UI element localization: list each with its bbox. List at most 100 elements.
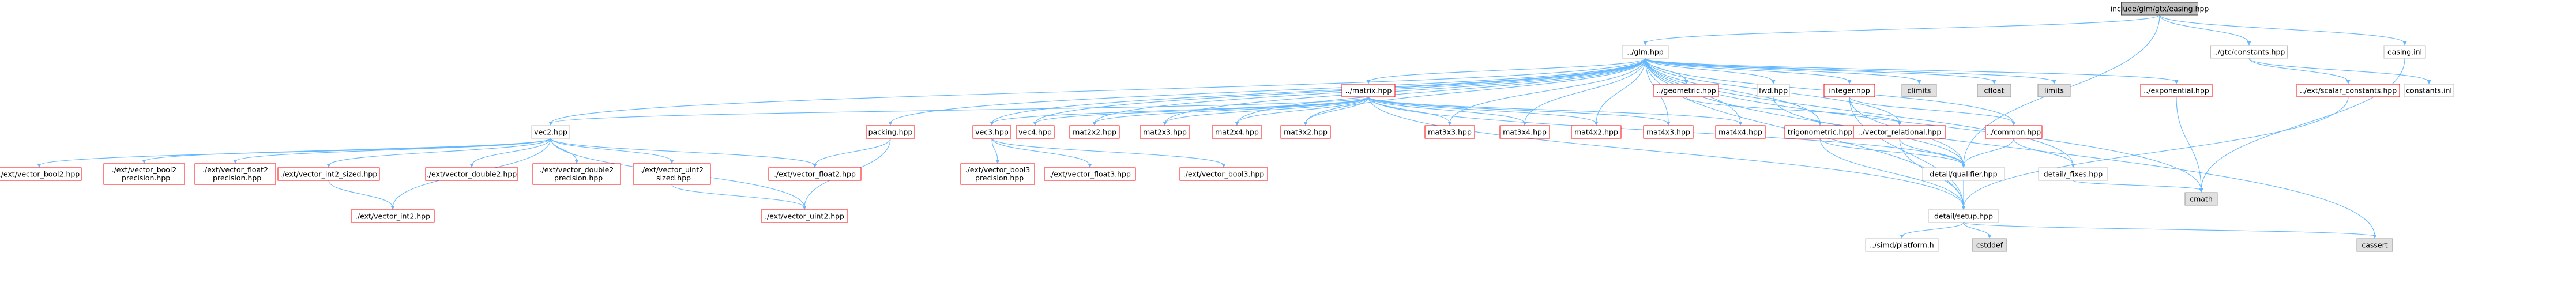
node-ext-vector-uint2-sized-hpp[interactable]: ./ext/vector_uint2_sized.hpp	[633, 163, 711, 185]
node-detail-setup-hpp[interactable]: detail/setup.hpp	[1928, 209, 1999, 223]
node-mat3x3-hpp[interactable]: mat3x3.hpp	[1424, 125, 1475, 139]
edge-glm-to-exponential	[1645, 58, 2177, 82]
node-common-hpp[interactable]: ../common.hpp	[1985, 125, 2043, 139]
node-ext-vector-float3-hpp[interactable]: ./ext/vector_float3.hpp	[1044, 167, 1136, 181]
edge-arrowhead	[548, 122, 553, 126]
node-climits: climits	[1901, 84, 1937, 97]
node-box	[2383, 45, 2426, 59]
node-box	[2356, 238, 2393, 252]
node-constants-inl[interactable]: constants.inl	[2404, 84, 2454, 97]
node-box	[531, 125, 570, 139]
node-ext-vector-uint2-hpp[interactable]: ./ext/vector_uint2.hpp	[761, 209, 848, 223]
node-ext-vector-bool3-hpp[interactable]: ./ext/vector_bool3.hpp	[1179, 167, 1268, 181]
node-mat2x2-hpp[interactable]: mat2x2.hpp	[1069, 125, 1120, 139]
node-ext-scalar-constants-hpp[interactable]: ../ext/scalar_constants.hpp	[2296, 84, 2400, 97]
node-detail-fixes-hpp[interactable]: detail/_fixes.hpp	[2038, 167, 2108, 181]
node-simd-platform-h[interactable]: ../simd/platform.h	[1865, 238, 1939, 252]
edge-vector-relational-to-qualifier	[1899, 138, 1964, 166]
node-ext-vector-double2-hpp[interactable]: ./ext/vector_double2.hpp	[425, 167, 518, 181]
node-label: ./ext/vector_int2.hpp	[355, 212, 430, 221]
node-vec4-hpp[interactable]: vec4.hpp	[1016, 125, 1055, 139]
node-label: mat4x2.hpp	[1574, 128, 1618, 137]
node-box	[761, 209, 848, 223]
edge-matrix-to-vec2	[550, 96, 1369, 124]
edge-matrix-to-mat3x2	[1305, 96, 1369, 124]
node-easing-inl[interactable]: easing.inl	[2383, 45, 2426, 59]
edge-matrix-to-vec4	[1035, 96, 1369, 124]
edge-glm-to-mat2x4	[1236, 58, 1646, 124]
node-label: ../ext/scalar_constants.hpp	[2300, 86, 2397, 95]
node-ext-vector-bool2-hpp[interactable]: ./ext/vector_bool2.hpp	[0, 167, 82, 181]
node-fwd-hpp[interactable]: fwd.hpp	[1757, 84, 1790, 97]
node-box	[1865, 238, 1939, 252]
node-exponential-hpp[interactable]: ../exponential.hpp	[2140, 84, 2213, 97]
edge-arrowhead	[1961, 164, 1966, 168]
edge-arrowhead	[1163, 122, 1167, 126]
node-mat4x2-hpp[interactable]: mat4x2.hpp	[1571, 125, 1622, 139]
edge-arrowhead	[1033, 122, 1037, 126]
node-limits: limits	[2037, 84, 2071, 97]
edge-glm-to-mat4x2	[1596, 58, 1646, 124]
edge-vec3-to-vf3	[991, 138, 1090, 166]
edge-vec2-to-vb2p	[144, 138, 551, 162]
node-packing-hpp[interactable]: packing.hpp	[866, 125, 915, 139]
node-box	[866, 125, 915, 139]
edge-glm-to-cfloat	[1645, 58, 1995, 82]
edge-arrowhead	[1900, 235, 1904, 239]
node-ext-vector-int2-hpp[interactable]: ./ext/vector_int2.hpp	[351, 209, 435, 223]
node-box	[2121, 2, 2198, 16]
node-ext-vector-bool2-precision-hpp[interactable]: ./ext/vector_bool2_precision.hpp	[103, 163, 185, 185]
edge-arrowhead	[574, 160, 579, 164]
node-gtc-constants-hpp[interactable]: ../gtc/constants.hpp	[2210, 45, 2288, 59]
node-mat3x4-hpp[interactable]: mat3x4.hpp	[1499, 125, 1550, 139]
node-matrix-hpp[interactable]: ../matrix.hpp	[1341, 84, 1396, 97]
node-ext-vector-double2-precision-hpp[interactable]: ./ext/vector_double2_precision.hpp	[532, 163, 621, 185]
node-cassert: cassert	[2356, 238, 2393, 252]
node-detail-qualifier-hpp[interactable]: detail/qualifier.hpp	[1922, 167, 2005, 181]
edge-glm-to-fwd	[1645, 58, 1774, 82]
node-ext-vector-int2-sized-hpp[interactable]: ./ext/vector_int2_sized.hpp	[277, 167, 380, 181]
node-label: ../matrix.hpp	[1345, 86, 1392, 95]
node-label: ../gtc/constants.hpp	[2213, 48, 2285, 56]
node-mat4x4-hpp[interactable]: mat4x4.hpp	[1715, 125, 1766, 139]
node-ext-vector-float2-precision-hpp[interactable]: ./ext/vector_float2_precision.hpp	[194, 163, 276, 185]
edge-matrix-to-mat4x3	[1368, 96, 1669, 124]
edge-setup-to-simd-platform	[1901, 222, 1964, 237]
edge-root-to-easing-inl	[2159, 14, 2405, 44]
node-label: vec3.hpp	[975, 128, 1009, 137]
node-label: include/glm/gtx/easing.hpp	[2111, 5, 2209, 13]
node-integer-hpp[interactable]: integer.hpp	[1823, 84, 1875, 97]
node-label: cassert	[2361, 241, 2387, 250]
node-trigonometric-hpp[interactable]: trigonometric.hpp	[1784, 125, 1856, 139]
edge-arrowhead	[1992, 80, 1996, 84]
edge-vec2-to-vi2s	[328, 138, 551, 166]
node-ext-vector-bool3-precision-hpp[interactable]: ./ext/vector_bool3_precision.hpp	[960, 163, 1035, 185]
edge-matrix-to-mat4x2	[1368, 96, 1597, 124]
node-ext-vector-float2-hpp[interactable]: ./ext/vector_float2.hpp	[768, 167, 862, 181]
node-geometric-hpp[interactable]: ../geometric.hpp	[1653, 84, 1719, 97]
node-label: easing.inl	[2387, 48, 2422, 56]
node-mat2x3-hpp[interactable]: mat2x3.hpp	[1140, 125, 1190, 139]
node-box	[1853, 125, 1946, 139]
node-label: ./ext/vector_float2	[202, 165, 268, 174]
node-box	[1044, 167, 1136, 181]
node-vec3-hpp[interactable]: vec3.hpp	[972, 125, 1011, 139]
node-vec2-hpp[interactable]: vec2.hpp	[531, 125, 570, 139]
edge-arrowhead	[1771, 80, 1776, 84]
node-box	[277, 167, 380, 181]
edge-vec3-to-vb3p	[991, 138, 998, 162]
edge-vec2-to-vf2	[550, 138, 815, 166]
node-label: packing.hpp	[868, 128, 913, 137]
node-box	[532, 163, 621, 185]
node-glm-hpp[interactable]: ../glm.hpp	[1622, 45, 1669, 59]
node-vector-relational-hpp[interactable]: ../vector_relational.hpp	[1853, 125, 1946, 139]
node-box	[1653, 84, 1719, 97]
edge-glm-to-matrix	[1368, 58, 1646, 82]
node-label: _precision.hpp	[209, 173, 261, 182]
edge-vec2-to-vd2	[471, 138, 551, 166]
node-mat3x2-hpp[interactable]: mat3x2.hpp	[1280, 125, 1331, 139]
node-mat2x4-hpp[interactable]: mat2x4.hpp	[1212, 125, 1262, 139]
edge-arrowhead	[2427, 80, 2431, 84]
node-mat4x3-hpp[interactable]: mat4x3.hpp	[1643, 125, 1694, 139]
edge-glm-to-mat3x4	[1524, 58, 1646, 124]
